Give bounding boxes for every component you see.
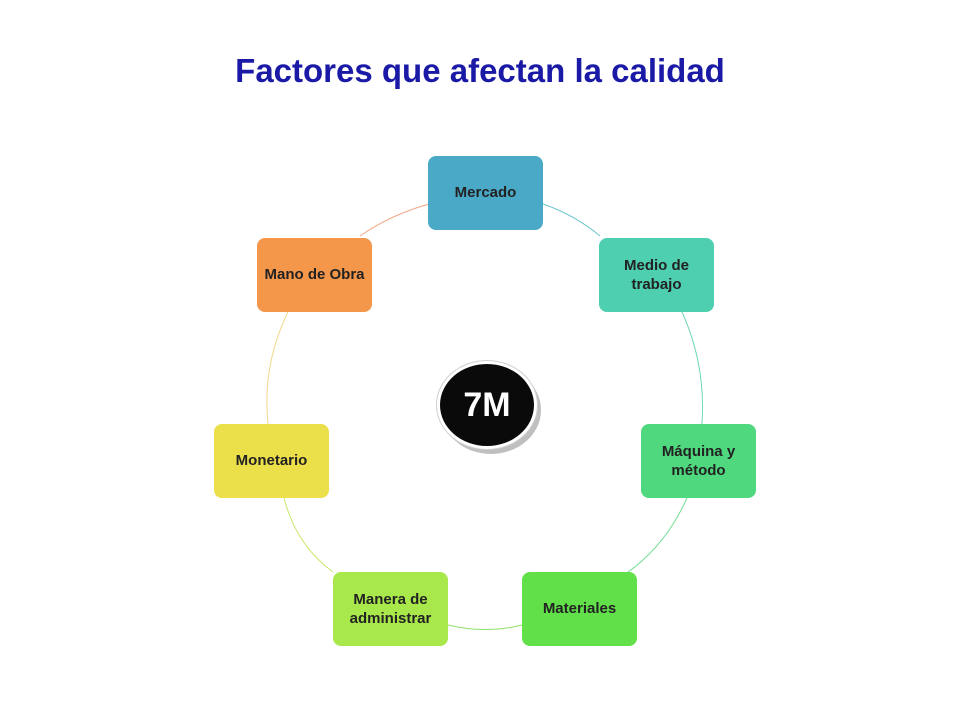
node-mercado-label: Mercado <box>454 184 517 202</box>
node-monetario-label: Monetario <box>235 452 308 470</box>
connector-maquina-materiales <box>627 497 688 573</box>
node-monetario: Monetario <box>214 424 329 498</box>
node-medio-de-trabajo: Medio de trabajo <box>599 238 714 312</box>
node-manera-de-administrar: Manera de administrar <box>333 572 448 646</box>
center-circle: 7M <box>437 361 537 449</box>
connector-monetario-mano <box>266 311 289 425</box>
center-label: 7M <box>463 385 511 424</box>
node-materiales-label: Materiales <box>542 600 617 618</box>
connector-mercado-medio <box>542 203 601 237</box>
center-badge: 7M <box>437 361 541 454</box>
node-manera-de-administrar-label: Manera de administrar <box>349 590 432 628</box>
node-mano-de-obra: Mano de Obra <box>257 238 372 312</box>
connector-materiales-manera <box>447 624 523 630</box>
node-maquina-y-metodo: Máquina y método <box>641 424 756 498</box>
connector-manera-monetario <box>283 497 334 573</box>
node-maquina-y-metodo-label: Máquina y método <box>661 442 736 480</box>
node-mano-de-obra-label: Mano de Obra <box>264 266 365 284</box>
node-medio-de-trabajo-label: Medio de trabajo <box>623 256 689 294</box>
node-materiales: Materiales <box>522 572 637 646</box>
node-mercado: Mercado <box>428 156 543 230</box>
page-title: Factores que afectan la calidad <box>235 52 725 89</box>
connector-medio-maquina <box>681 311 704 425</box>
connector-mano-mercado <box>359 203 430 237</box>
